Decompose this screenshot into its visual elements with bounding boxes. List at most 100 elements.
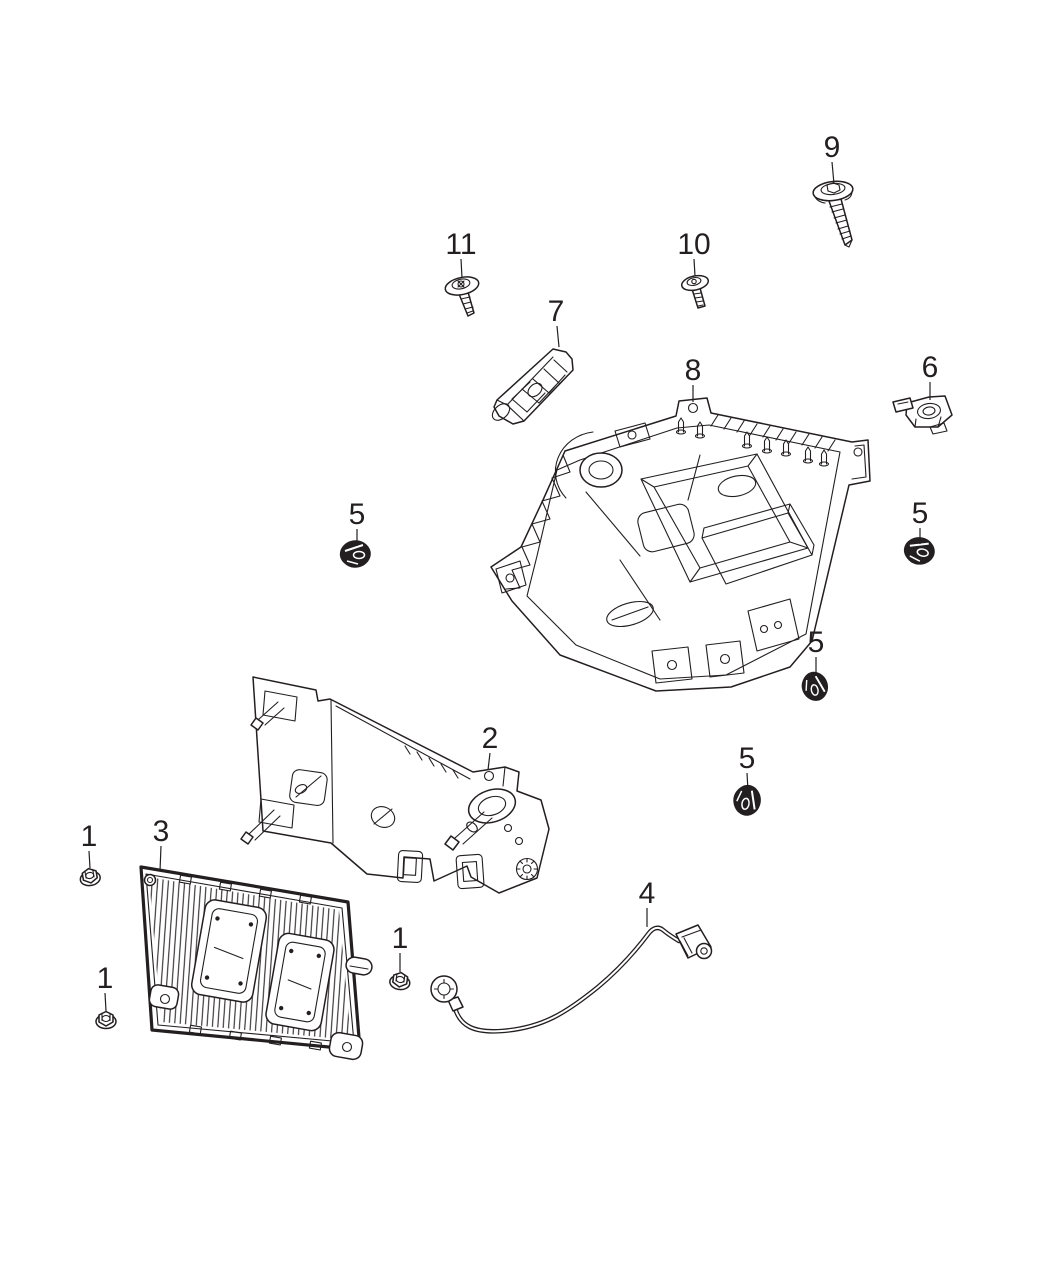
callout-battery-tray-8: 8: [685, 354, 702, 402]
callout-ground-strap-cable-4: 4: [639, 877, 656, 927]
retaining-clip: [338, 539, 372, 569]
callout-hex-flange-nut-1: 1: [392, 922, 409, 972]
bottom-tab: [455, 853, 485, 890]
top-edge-hatch: [710, 414, 836, 452]
leader-line: [693, 258, 696, 277]
raised-platform: [701, 503, 815, 585]
leader-line: [159, 845, 162, 872]
callout-retaining-clip-5: 5: [808, 626, 825, 676]
leader-line: [104, 992, 107, 1012]
terminal-eyelet: [695, 942, 713, 960]
callout-retaining-clip-5: 5: [739, 742, 756, 792]
callout-number: 2: [482, 722, 499, 755]
screw-threads: [460, 296, 474, 314]
callout-retaining-clip-nut-6: 6: [922, 351, 939, 400]
engine-control-module: [139, 865, 373, 1061]
ribbed-spacer-bracket: [491, 348, 574, 425]
callout-engine-control-module-3: 3: [153, 815, 170, 872]
round-boss: [467, 788, 517, 824]
callout-number: 1: [392, 922, 409, 955]
leader-line: [831, 161, 835, 185]
module-mounting-bracket: [240, 676, 550, 894]
mounting-foot: [705, 640, 745, 678]
stud: [258, 701, 285, 726]
retaining-clip: [798, 668, 832, 705]
hex-head-screw-long: [812, 180, 854, 248]
edge-hatch: [404, 745, 459, 779]
callout-washer-head-screw-10: 10: [677, 228, 711, 277]
callout-number: 5: [912, 497, 929, 530]
leader-line: [487, 752, 491, 771]
callout-number: 11: [445, 228, 476, 261]
oval-hole: [717, 474, 757, 498]
side-bracket: [747, 598, 800, 652]
callout-number: 5: [739, 742, 756, 775]
torx-recess: [691, 278, 697, 285]
center-hole: [922, 406, 936, 416]
rounded-foot: [491, 403, 511, 421]
mounting-ear: [143, 873, 157, 887]
screw-threads: [829, 203, 852, 240]
callout-number: 5: [808, 626, 825, 659]
center-hole: [527, 382, 543, 398]
callout-number: 3: [153, 815, 170, 848]
washer-head: [812, 180, 854, 202]
callout-number: 7: [548, 295, 565, 328]
round-boss: [579, 452, 623, 488]
mounting-ear-hole: [687, 402, 699, 414]
mounting-ear: [148, 984, 180, 1010]
callout-module-mounting-bracket-2: 2: [482, 722, 499, 771]
callout-number: 4: [639, 877, 656, 910]
leader-line: [556, 325, 560, 348]
bottom-tab: [396, 850, 424, 883]
boss-stud: [454, 811, 493, 845]
stud-pad: [258, 798, 295, 829]
callout-number: 1: [81, 820, 98, 853]
callout-number: 10: [677, 228, 710, 261]
battery-tray: [490, 397, 871, 692]
recess: [289, 769, 328, 806]
stud-pad: [262, 690, 298, 722]
side-tab: [614, 422, 651, 448]
retaining-clip-nut: [892, 395, 953, 435]
callout-number: 5: [349, 498, 366, 531]
oval-hole: [370, 806, 396, 828]
washer-head-screw-11: [444, 276, 480, 317]
leader-line: [88, 850, 91, 869]
callout-number: 6: [922, 351, 939, 384]
leader-line: [746, 772, 749, 792]
screw-shaft: [458, 291, 475, 317]
callout-number: 8: [685, 354, 702, 387]
callout-hex-head-screw-long-9: 9: [824, 131, 841, 185]
hex-flange-nut: [95, 1010, 117, 1030]
bracket-outline: [252, 676, 550, 894]
washer-head-screw-10: [680, 274, 710, 309]
side-lug: [345, 956, 373, 976]
callout-hex-flange-nut-1: 1: [81, 820, 98, 869]
hex-flange-nut: [77, 866, 103, 888]
mounting-foot: [651, 646, 693, 684]
retaining-clip: [729, 781, 765, 819]
torx-recess: [457, 280, 465, 288]
leader-line: [460, 258, 463, 279]
connector-block: [190, 899, 268, 1003]
retaining-clip: [900, 533, 939, 569]
rect-opening: [637, 503, 695, 553]
screw-threads: [693, 292, 704, 307]
ground-strap-cable: [430, 924, 713, 1034]
callout-retaining-clip-5: 5: [912, 497, 929, 544]
ribbed-left-edge: [505, 454, 571, 590]
callout-number: 9: [824, 131, 841, 164]
cable: [452, 925, 682, 1034]
oval-hole: [606, 600, 654, 628]
flange-hole: [853, 447, 863, 457]
callout-retaining-clip-5: 5: [349, 498, 366, 546]
crimp: [447, 996, 464, 1012]
callout-ribbed-spacer-bracket-7: 7: [548, 295, 565, 348]
connector-block: [265, 932, 335, 1032]
right-flange: [851, 444, 867, 480]
ear-hole: [483, 770, 495, 782]
